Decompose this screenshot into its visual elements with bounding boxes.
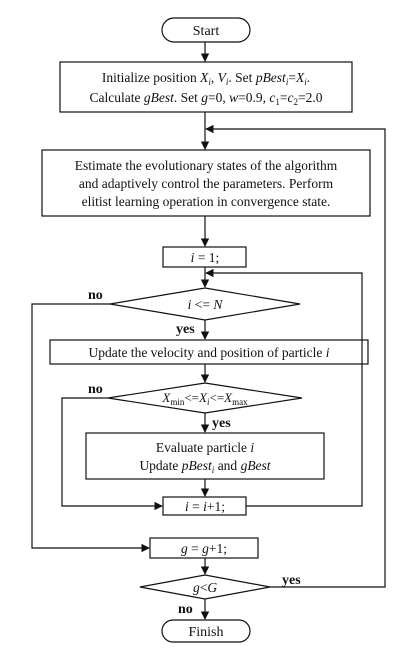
- evaluate-line1: Evaluate particle i: [156, 440, 254, 455]
- init-line1: Initialize position Xi, Vi. Set pBesti=X…: [102, 70, 310, 87]
- finish-terminal: [161, 619, 251, 643]
- init-i-label: i = 1;: [191, 250, 220, 265]
- start-label: Start: [193, 24, 220, 39]
- no-label-cond-i: no: [88, 288, 103, 303]
- cond-x-label: Xmin<=Xi<=Xmax: [161, 390, 248, 407]
- estimate-line3: elitist learning operation in convergenc…: [82, 194, 331, 209]
- no-label-cond-x: no: [88, 382, 103, 397]
- arrow-condi-no: [31, 303, 150, 553]
- cond-i-label: i <= N: [188, 297, 224, 312]
- init-box: [59, 61, 353, 113]
- cond-g-label: g<G: [193, 580, 217, 595]
- arrow-loop-i: [205, 268, 363, 507]
- no-label-cond-g: no: [178, 602, 193, 617]
- update-box: [49, 339, 369, 365]
- cond-x-diamond: [107, 382, 303, 414]
- estimate-box: [41, 149, 371, 217]
- start-terminal: [161, 17, 251, 43]
- cond-i-diamond: [109, 287, 301, 321]
- inc-i-label: i = i+1;: [185, 499, 225, 514]
- estimate-line2: and adaptively control the parameters. P…: [79, 176, 334, 191]
- init-line2: Calculate gBest. Set g=0, w=0.9, c1=c2=2…: [89, 90, 322, 107]
- inc-g-label: g = g+1;: [181, 541, 227, 556]
- yes-label-cond-g: yes: [282, 573, 301, 588]
- yes-label-cond-x: yes: [212, 416, 231, 431]
- finish-label: Finish: [188, 625, 223, 640]
- arrow-condg-yes: [205, 124, 386, 588]
- yes-label-cond-i: yes: [176, 322, 195, 337]
- evaluate-line2: Update pBesti and gBest: [139, 458, 271, 475]
- update-label: Update the velocity and position of part…: [88, 345, 329, 360]
- arrow-condx-no: [61, 397, 163, 511]
- estimate-line1: Estimate the evolutionary states of the …: [75, 158, 338, 173]
- inc-g-box: [149, 537, 259, 559]
